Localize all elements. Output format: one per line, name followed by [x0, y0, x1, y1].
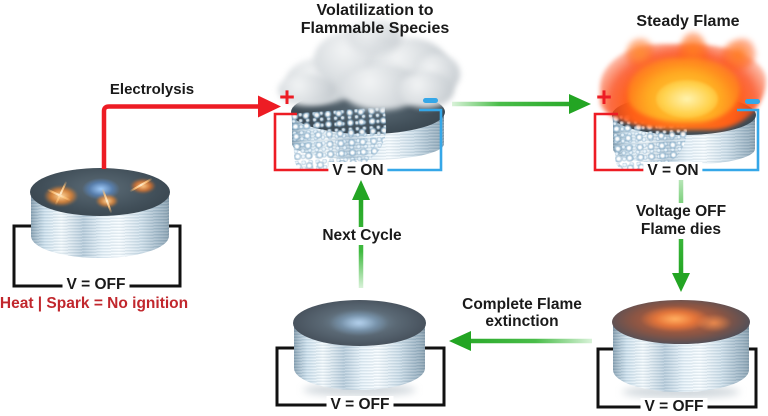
disc-top	[30, 168, 170, 216]
v-off-label-extinguished: V = OFF	[326, 396, 394, 414]
plus-terminal: +	[279, 82, 295, 112]
smoke-puff	[348, 20, 402, 54]
extinguished-disc	[293, 300, 426, 396]
volatilization-title-line1: Volatilization to	[316, 2, 434, 19]
plus-terminal: +	[596, 82, 612, 112]
ignite-arrow	[452, 94, 591, 114]
smoke-cloud	[278, 20, 464, 114]
no-ignition-note: Heat | Spark = No ignition	[0, 295, 189, 312]
negative-wire	[385, 108, 443, 172]
voltage-off-label-line2: Flame dies	[640, 221, 722, 238]
minus-terminal	[745, 99, 760, 104]
flame-core	[656, 80, 718, 118]
steady-flame-title: Steady Flame	[636, 13, 740, 30]
volatilization-title-line2: Flammable Species	[300, 19, 450, 37]
extinction-label-line1: Complete Flame	[462, 296, 582, 313]
v-off-label-spark: V = OFF	[62, 276, 130, 294]
flame-dies-disc	[612, 300, 750, 398]
extinction-arrow	[449, 331, 592, 351]
minus-terminal	[423, 98, 438, 103]
electrolysis-label: Electrolysis	[109, 81, 195, 98]
ember-glow	[696, 314, 732, 332]
spark-glow	[126, 176, 160, 196]
spark-disc	[30, 168, 170, 264]
v-on-label-electrolysis: V = ON	[328, 162, 388, 180]
voltage-off-label-line1: Voltage OFF	[635, 203, 727, 220]
positive-wire	[273, 112, 332, 172]
voltage-off-label: Voltage OFF Flame dies	[631, 203, 731, 239]
disc-top	[612, 300, 750, 344]
extinction-label-line2: extinction	[485, 313, 559, 330]
extinction-label: Complete Flame extinction	[462, 296, 582, 330]
next-cycle-label: Next Cycle	[318, 227, 406, 245]
negative-wire	[701, 108, 760, 172]
v-on-label-steady-flame: V = ON	[643, 162, 703, 180]
flame	[598, 32, 768, 131]
v-off-label-flame-dies: V = OFF	[640, 398, 708, 416]
electrolysis-arrow	[101, 95, 281, 169]
disc-top	[293, 300, 426, 346]
smoke-puff	[278, 74, 336, 106]
volatilization-title: Volatilization to Flammable Species	[301, 2, 450, 37]
cool-sheen	[329, 310, 389, 336]
positive-wire	[593, 112, 644, 172]
